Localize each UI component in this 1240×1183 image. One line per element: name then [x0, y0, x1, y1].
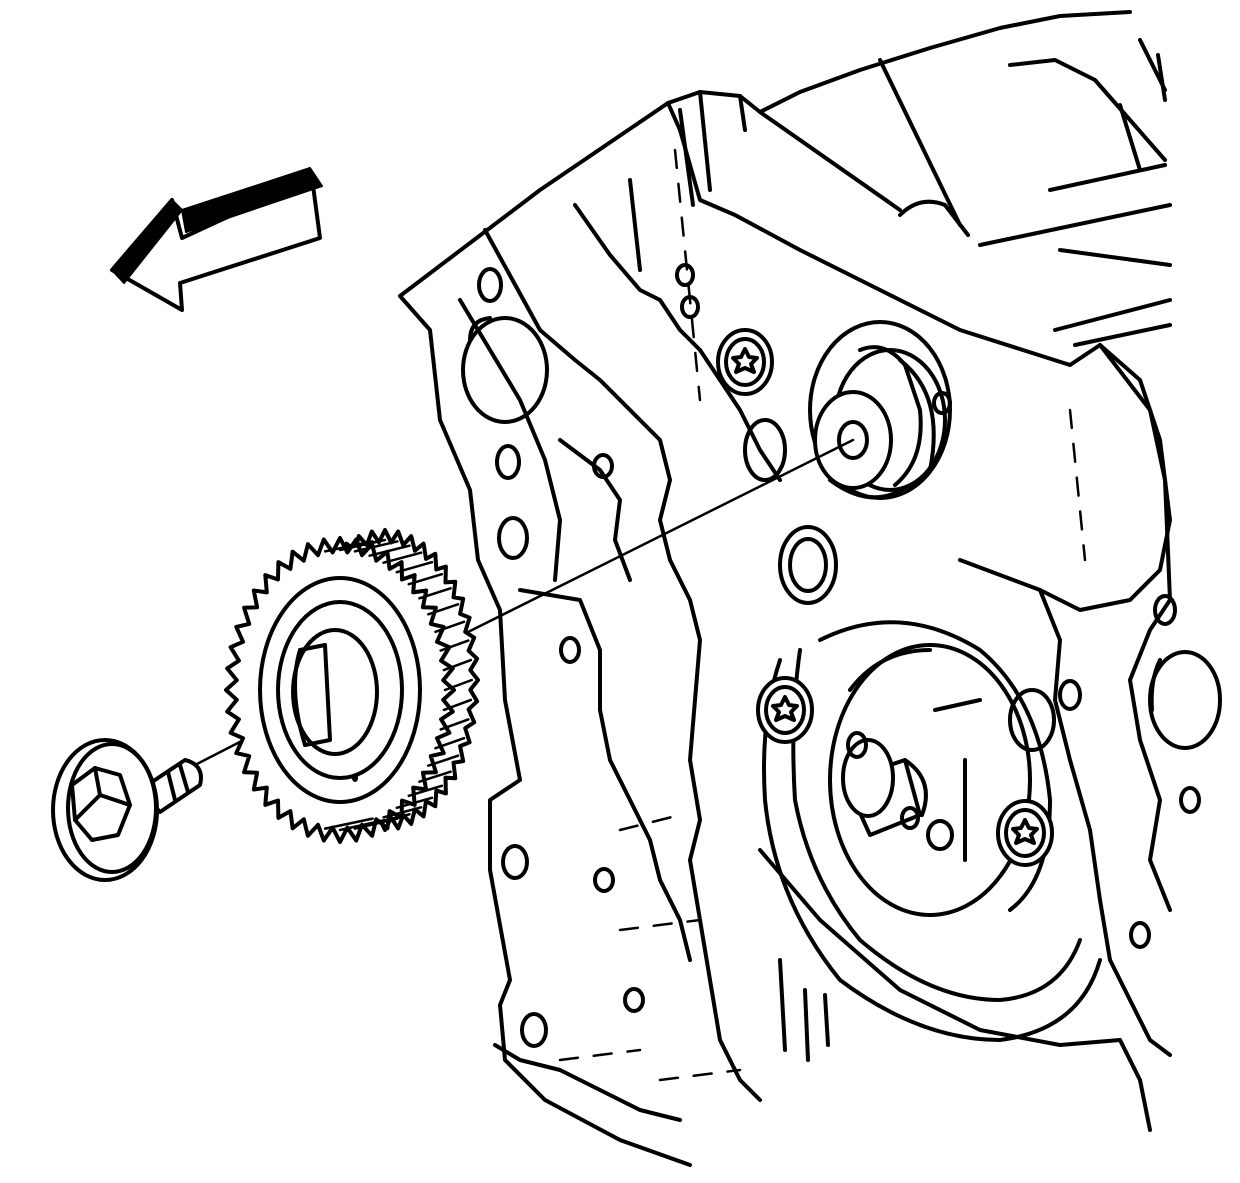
gear-tooth-edge: [395, 560, 434, 574]
direction-arrow: [110, 167, 323, 312]
gear-tooth-edge: [443, 678, 474, 692]
gear-tooth-edge: [439, 639, 470, 652]
torx-bolt-2: [756, 676, 814, 744]
idler-gear: [224, 528, 480, 844]
engine-block-outline: [573, 10, 1172, 347]
idler-shaft-stud: [808, 320, 952, 500]
gear-tooth-edge: [338, 818, 387, 832]
gear-tooth-edge: [353, 817, 399, 830]
torx-head-icon: [1011, 818, 1039, 845]
gear-tooth-edge: [418, 770, 452, 783]
torx-bolt-3: [996, 799, 1054, 867]
cover-bolt-holes: [461, 263, 1222, 1048]
gear-tooth-edge: [442, 658, 473, 672]
gear-tooth-edge: [368, 544, 411, 557]
gear-tooth-edge: [439, 718, 470, 731]
gear-tooth-edge: [418, 587, 452, 600]
oil-pump-hub: [762, 620, 1102, 1042]
gear-tooth-edge: [427, 754, 460, 767]
gear-tooth-edge: [434, 736, 466, 750]
hex-flange-bolt: [51, 738, 203, 882]
gear-tooth-edge: [427, 603, 460, 616]
gear-tooth-edge: [434, 620, 466, 634]
torx-head-icon: [771, 695, 799, 722]
gear-tooth-edge: [323, 540, 374, 553]
hex-head-icon: [70, 766, 132, 842]
gear-tooth-edge: [382, 551, 423, 564]
gear-tooth-edge: [395, 796, 434, 810]
gear-tooth-edge: [338, 538, 387, 552]
gear-tooth-edge: [442, 698, 473, 712]
gear-tooth-edge: [407, 572, 444, 586]
torx-bolt-1: [716, 328, 774, 396]
torx-head-icon: [731, 347, 759, 374]
alignment-line: [450, 438, 855, 642]
gear-tooth-edge: [382, 806, 423, 819]
gear-tooth-edge: [353, 540, 399, 553]
gear-tooth-edge: [323, 817, 374, 830]
front-cover-plate: [398, 101, 1172, 1167]
gear-tooth-edge: [407, 784, 444, 798]
